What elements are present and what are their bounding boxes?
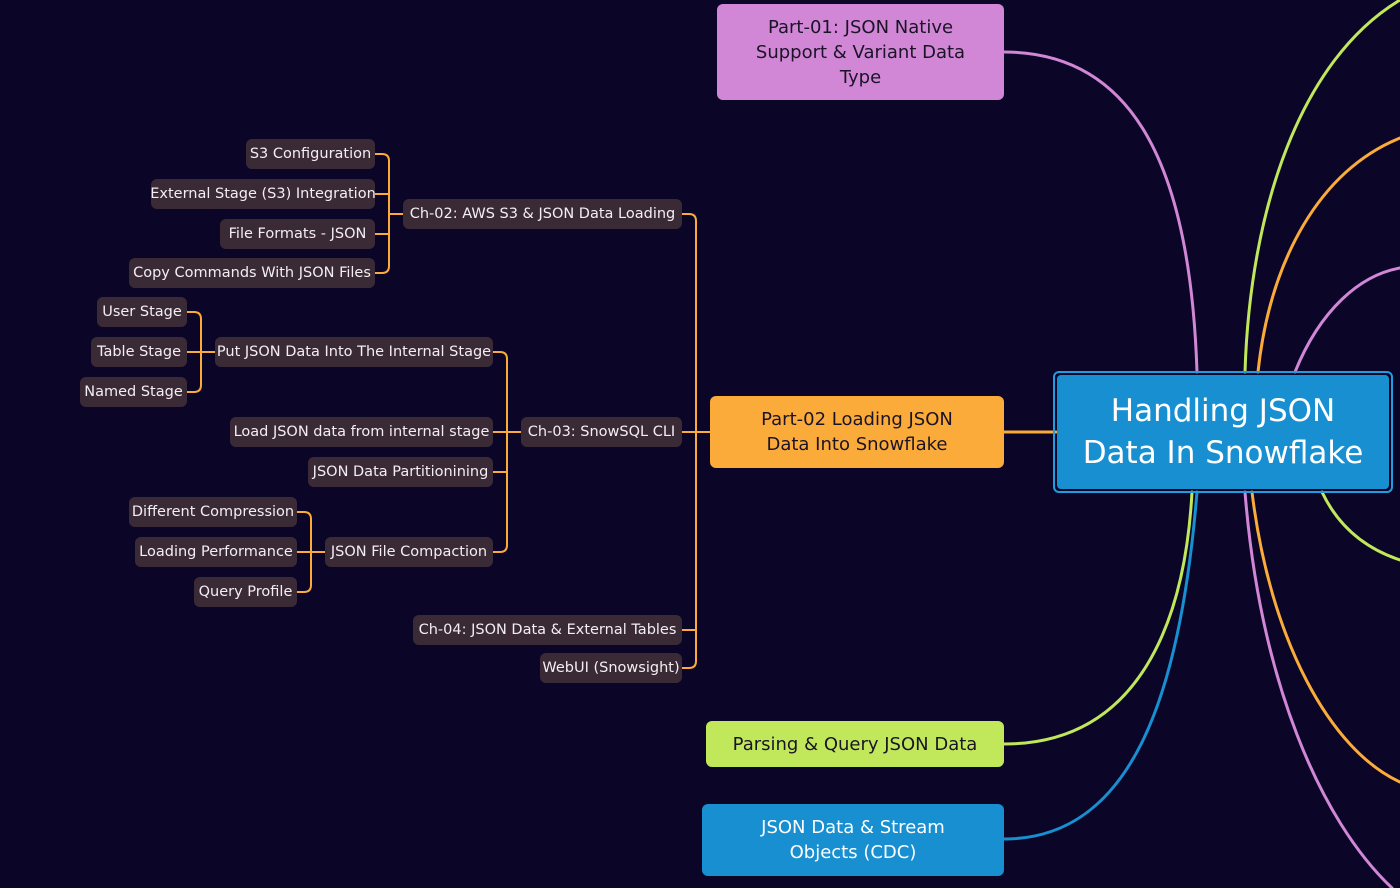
connector-offscreen-orange-2 [1250,490,1400,784]
compaction-item-loading-performance[interactable]: Loading Performance [135,537,297,567]
compaction-item-compression[interactable]: Different Compression [129,497,297,527]
file-compaction-node[interactable]: JSON File Compaction [325,537,493,567]
ch02-item-s3-configuration[interactable]: S3 Configuration [246,139,375,169]
connector-root-parsing [1002,490,1194,746]
root-node-outline [1053,371,1393,493]
put-item-user-stage[interactable]: User Stage [97,297,187,327]
put-internal-stage-node[interactable]: Put JSON Data Into The Internal Stage [215,337,493,367]
ch03-node[interactable]: Ch-03: SnowSQL CLI [521,417,682,447]
root-node[interactable]: Handling JSON Data In Snowflake [1057,375,1389,489]
part02-node[interactable]: Part-02 Loading JSON Data Into Snowflake [710,396,1004,468]
ch02-node[interactable]: Ch-02: AWS S3 & JSON Data Loading [403,199,682,229]
connector-root-part01 [1002,50,1199,374]
connector-ch03-items [492,351,522,553]
part01-node[interactable]: Part-01: JSON Native Support & Variant D… [717,4,1004,100]
ch02-item-copy-commands[interactable]: Copy Commands With JSON Files [129,258,375,288]
connector-offscreen-lime-2 [1320,490,1400,562]
load-from-internal-stage-node[interactable]: Load JSON data from internal stage [230,417,493,447]
put-item-table-stage[interactable]: Table Stage [91,337,187,367]
ch04-node[interactable]: Ch-04: JSON Data & External Tables [413,615,682,645]
connector-offscreen-orange-1 [1256,136,1400,374]
ch02-item-file-formats[interactable]: File Formats - JSON [220,219,375,249]
ch02-item-external-stage[interactable]: External Stage (S3) Integration [150,179,376,209]
connector-put-items [186,311,216,393]
connector-offscreen-lime-1 [1243,0,1400,374]
connector-offscreen-pink-2 [1243,490,1394,888]
connector-ch02-items [374,153,404,274]
connector-part02-chapters [681,213,711,669]
json-partitioning-node[interactable]: JSON Data Partitionining [308,457,493,487]
connector-offscreen-pink-1 [1293,266,1400,374]
connector-root-stream [1002,490,1199,841]
webui-node[interactable]: WebUI (Snowsight) [540,653,682,683]
put-item-named-stage[interactable]: Named Stage [80,377,187,407]
parsing-query-node[interactable]: Parsing & Query JSON Data [706,721,1004,767]
connector-compaction-items [296,511,326,593]
stream-objects-node[interactable]: JSON Data & Stream Objects (CDC) [702,804,1004,876]
compaction-item-query-profile[interactable]: Query Profile [194,577,297,607]
